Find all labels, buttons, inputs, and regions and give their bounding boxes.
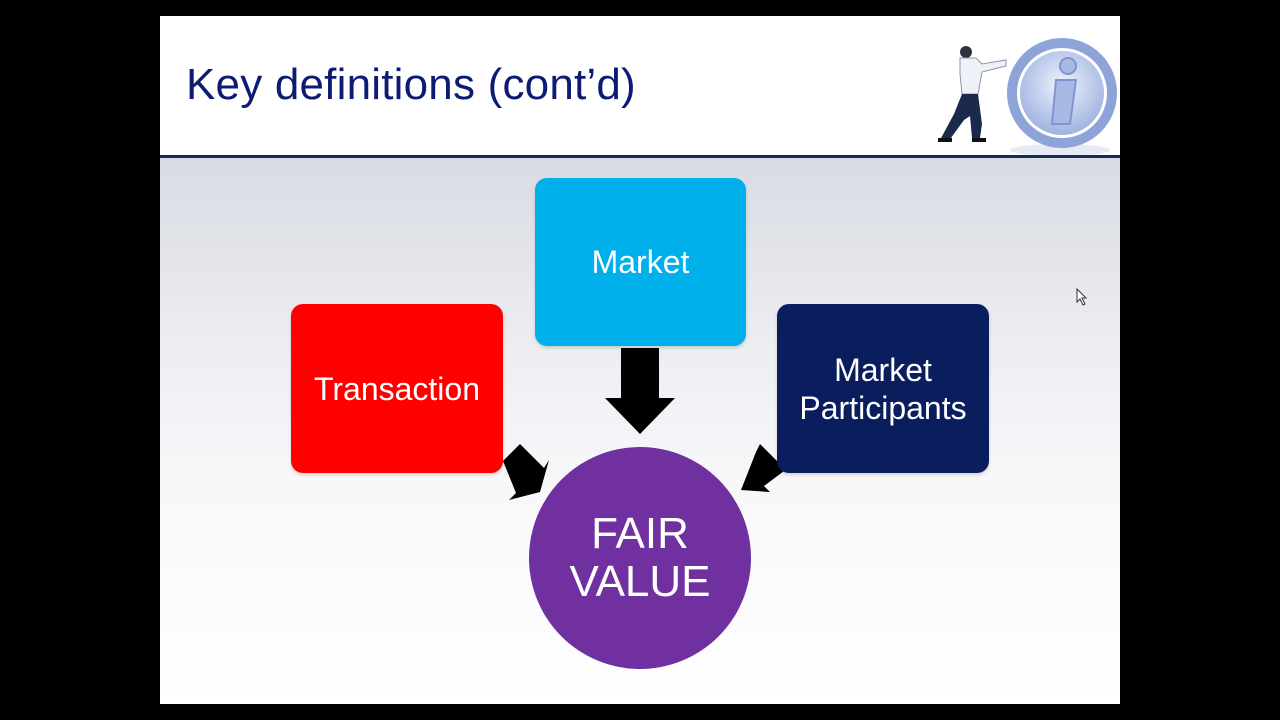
fair-value-label: FAIR VALUE — [529, 510, 751, 606]
market-participants-label: Market Participants — [777, 351, 989, 427]
transaction-label: Transaction — [314, 370, 480, 408]
participants-line-1: Market — [777, 351, 989, 389]
mouse-pointer-icon — [1076, 288, 1088, 306]
fair-value-circle: FAIR VALUE — [529, 447, 751, 669]
slide-header: Key definitions (cont’d) — [160, 16, 1120, 155]
fair-value-line-2: VALUE — [529, 558, 751, 606]
market-box: Market — [535, 178, 746, 346]
market-label: Market — [592, 243, 690, 281]
market-participants-box: Market Participants — [777, 304, 989, 473]
slide: Key definitions (cont’d) — [160, 16, 1120, 704]
participants-line-2: Participants — [777, 389, 989, 427]
slide-title: Key definitions (cont’d) — [186, 60, 636, 110]
man-pushing-info-icon — [920, 38, 1120, 156]
fair-value-line-1: FAIR — [529, 510, 751, 558]
transaction-box: Transaction — [291, 304, 503, 473]
